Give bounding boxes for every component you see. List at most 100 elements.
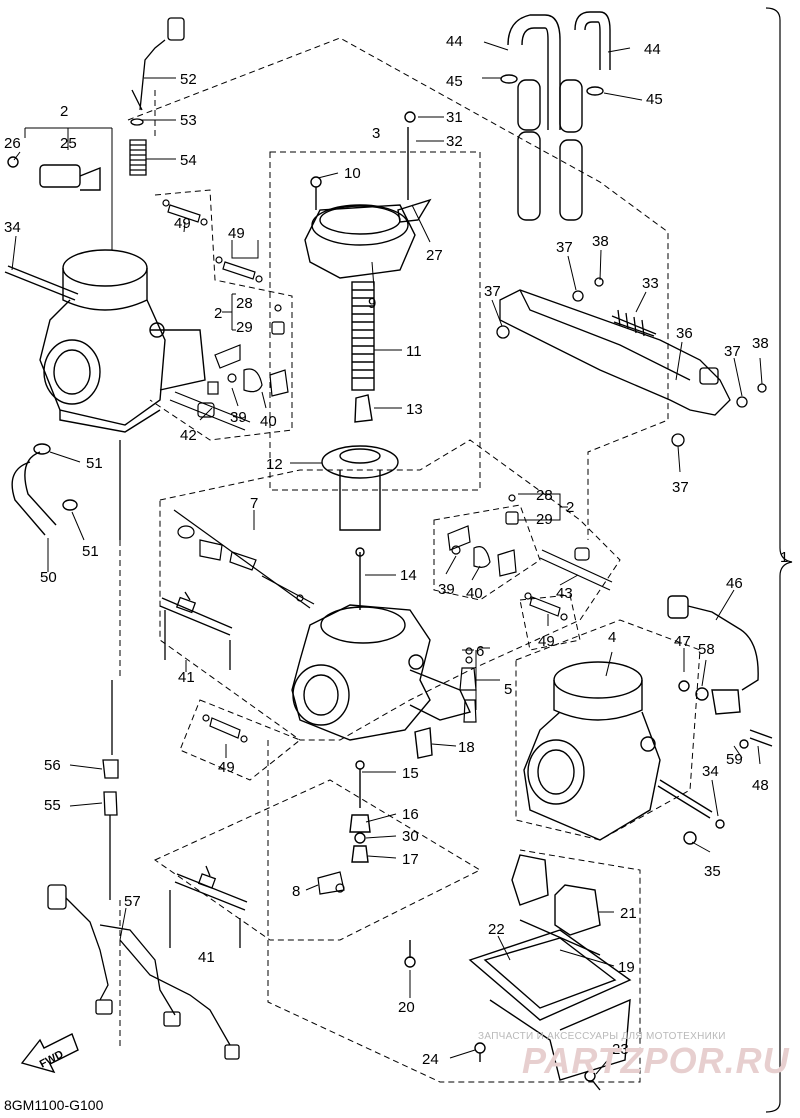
callout-36: 36	[676, 325, 693, 342]
callout-11: 11	[406, 343, 422, 360]
sensor-wire-harness	[47, 440, 240, 1060]
callout-59: 59	[726, 751, 743, 768]
callout-26: 26	[4, 135, 21, 152]
watermark-logo: PARTZPOR.RU	[522, 1040, 790, 1081]
callout-38a: 38	[592, 233, 609, 250]
callout-29a: 29	[236, 319, 253, 336]
callout-5: 5	[504, 681, 512, 698]
callout-49c: 49	[538, 633, 555, 650]
callout-24: 24	[422, 1051, 439, 1068]
callout-28b: 28	[536, 487, 553, 504]
callout-53: 53	[180, 112, 197, 129]
callout-40b: 40	[466, 585, 483, 602]
callout-37b: 37	[484, 283, 501, 300]
callout-44a: 44	[446, 33, 463, 50]
callout-37c: 37	[724, 343, 741, 360]
callout-6: 6	[476, 643, 484, 660]
callout-20: 20	[398, 999, 415, 1016]
callout-41b: 41	[198, 949, 215, 966]
callout-51a: 51	[86, 455, 103, 472]
carb-mount-bracket	[496, 277, 767, 447]
callout-49b: 49	[228, 225, 245, 242]
callout-12: 12	[266, 456, 283, 473]
callout-54: 54	[180, 152, 197, 169]
center-small-parts	[202, 494, 613, 743]
callout-57: 57	[124, 893, 141, 910]
callout-22: 22	[488, 921, 505, 938]
fuel-pipes	[159, 591, 248, 948]
callout-13: 13	[406, 401, 423, 418]
callout-39b: 39	[438, 581, 455, 598]
callout-2c: 2	[566, 499, 574, 516]
fwd-arrow-icon	[20, 1033, 79, 1074]
callout-52: 52	[180, 71, 197, 88]
callout-23: 23	[612, 1041, 629, 1058]
callout-16: 16	[402, 806, 419, 823]
callout-37a: 37	[556, 239, 573, 256]
callout-7: 7	[250, 495, 258, 512]
throttle-position-connector	[129, 17, 185, 176]
callout-27: 27	[426, 247, 443, 264]
callout-45b: 45	[646, 91, 663, 108]
right-carburetor	[523, 595, 773, 845]
drain-hose	[11, 443, 78, 536]
group-outlines	[119, 37, 701, 1083]
callout-30: 30	[402, 828, 419, 845]
callout-2a: 2	[60, 103, 68, 120]
callout-44b: 44	[644, 41, 661, 58]
callout-15: 15	[402, 765, 419, 782]
callout-25: 25	[60, 135, 77, 152]
callout-18: 18	[458, 739, 475, 756]
callout-28a: 28	[236, 295, 253, 312]
callout-45a: 45	[446, 73, 463, 90]
callout-8: 8	[292, 883, 300, 900]
callout-41a: 41	[178, 669, 195, 686]
callout-43: 43	[556, 585, 573, 602]
callout-14: 14	[400, 567, 417, 584]
left-carburetor	[4, 156, 206, 433]
callout-4: 4	[608, 629, 616, 646]
callout-21: 21	[620, 905, 637, 922]
callout-3: 3	[372, 125, 380, 142]
callout-10: 10	[344, 165, 361, 182]
vacuum-chamber-parts	[304, 111, 432, 610]
callout-37d: 37	[672, 479, 689, 496]
callout-40a: 40	[260, 413, 277, 430]
jet-needle-parts	[173, 509, 315, 609]
callout-33: 33	[642, 275, 659, 292]
callout-2b: 2	[214, 305, 222, 322]
callout-9: 9	[368, 295, 376, 312]
callout-32: 32	[446, 133, 463, 150]
callout-19: 19	[618, 959, 635, 976]
part-8-drain-screw	[317, 871, 345, 895]
callout-1: 1	[780, 549, 788, 566]
center-carburetor	[291, 604, 471, 863]
callout-38b: 38	[752, 335, 769, 352]
callout-49a: 49	[174, 215, 191, 232]
callout-31: 31	[446, 109, 463, 126]
callout-47: 47	[674, 633, 691, 650]
callout-42: 42	[180, 427, 197, 444]
callout-56: 56	[44, 757, 61, 774]
callout-39a: 39	[230, 409, 247, 426]
callout-29b: 29	[536, 511, 553, 528]
callout-leaders	[11, 41, 763, 1075]
callout-49d: 49	[218, 759, 235, 776]
diagram-code: 8GM1100-G100	[4, 1097, 104, 1113]
callout-51b: 51	[82, 543, 99, 560]
callout-34b: 34	[702, 763, 719, 780]
callout-17: 17	[402, 851, 419, 868]
assembly-bracket	[765, 7, 793, 1113]
callout-55: 55	[44, 797, 61, 814]
callout-50: 50	[40, 569, 57, 586]
float-chamber-parts	[404, 854, 632, 1091]
callout-numbers: 1 2 2 2 3 4 5 6 7 8 9 10 11 12 13 14 15 …	[4, 33, 788, 1068]
callout-46: 46	[726, 575, 743, 592]
callout-34a: 34	[4, 219, 21, 236]
callout-35: 35	[704, 863, 721, 880]
vent-hoses	[500, 11, 611, 221]
callout-58: 58	[698, 641, 715, 658]
left-small-parts	[162, 199, 289, 431]
callout-48: 48	[752, 777, 769, 794]
